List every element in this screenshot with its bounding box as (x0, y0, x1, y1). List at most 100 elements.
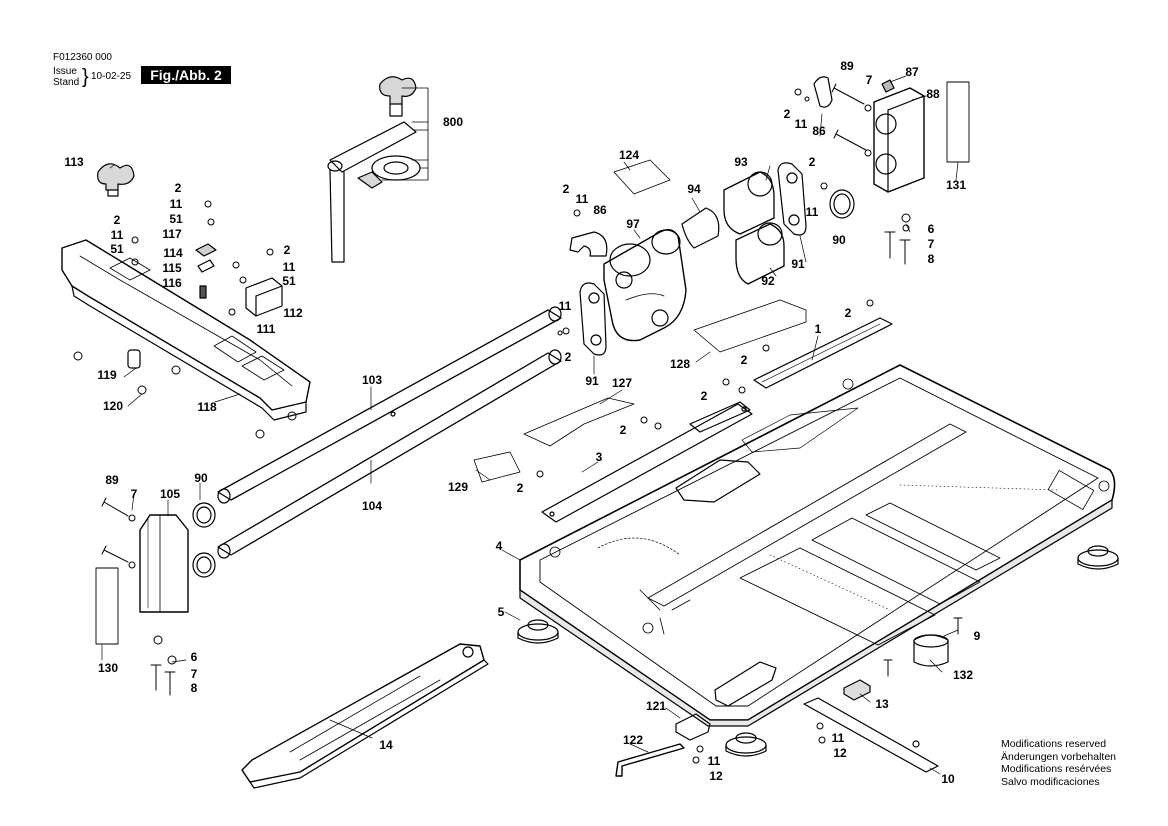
callout-2: 2 (783, 107, 791, 121)
callout-4: 4 (495, 539, 503, 553)
clip-part (569, 231, 608, 257)
document-number: F012360 000 (53, 52, 112, 63)
callout-1: 1 (814, 322, 822, 336)
callout-11: 11 (805, 205, 819, 219)
ring-parts (192, 189, 855, 578)
callout-113: 113 (64, 155, 84, 169)
callout-121: 121 (645, 699, 667, 713)
callout-11: 11 (707, 754, 721, 768)
long-clamp-part (241, 643, 489, 789)
callout-97: 97 (626, 217, 640, 231)
callout-91: 91 (585, 374, 599, 388)
callout-116: 116 (162, 276, 182, 290)
callout-92: 92 (761, 274, 775, 288)
note-de: Änderungen vorbehalten (1001, 750, 1117, 763)
callout-7: 7 (130, 487, 138, 501)
callout-118: 118 (197, 400, 217, 414)
callout-88: 88 (926, 87, 940, 101)
callout-7: 7 (927, 237, 935, 251)
callout-5: 5 (497, 605, 505, 619)
callout-13: 13 (875, 697, 889, 711)
callout-124: 124 (618, 148, 640, 162)
callout-86: 86 (593, 203, 607, 217)
callout-129: 129 (447, 480, 469, 494)
stand-label: Stand (53, 77, 80, 88)
callout-14: 14 (379, 738, 393, 752)
callout-2: 2 (562, 182, 570, 196)
callout-119: 119 (97, 368, 117, 382)
callout-130: 130 (97, 661, 119, 675)
latch-parts (813, 76, 895, 108)
callout-11: 11 (558, 299, 572, 313)
sleeve-parts (681, 171, 785, 285)
callout-6: 6 (190, 650, 198, 664)
callout-7: 7 (865, 73, 873, 87)
callout-89: 89 (840, 59, 854, 73)
callout-51: 51 (282, 274, 296, 288)
callout-2: 2 (113, 213, 121, 227)
modifications-note: Modifications reserved Änderungen vorbeh… (1001, 738, 1116, 788)
callout-90: 90 (194, 471, 208, 485)
leader-lines (101, 75, 959, 775)
note-fr: Modifications resérvées (1001, 763, 1112, 775)
figure-label: Fig./Abb. 2 (141, 66, 231, 84)
callout-114: 114 (163, 246, 183, 260)
issue-label: Issue (53, 66, 77, 77)
callout-11: 11 (110, 228, 124, 242)
guide-strip-parts (541, 317, 893, 523)
small-parts-114-116 (195, 243, 217, 299)
callout-11: 11 (831, 731, 845, 745)
callout-2: 2 (283, 243, 291, 257)
end-housing-part (873, 87, 925, 193)
callout-132: 132 (952, 668, 974, 682)
callout-112: 112 (283, 306, 303, 320)
callout-2: 2 (564, 350, 572, 364)
plate-parts (579, 162, 807, 356)
screws-and-bolts (73, 83, 963, 764)
callout-11: 11 (575, 192, 589, 206)
clip-121-part (675, 713, 711, 741)
callout-7: 7 (190, 667, 198, 681)
callout-128: 128 (669, 357, 691, 371)
callout-2: 2 (174, 181, 182, 195)
callout-91: 91 (791, 257, 805, 271)
callout-104: 104 (361, 499, 383, 513)
callout-122: 122 (622, 733, 644, 747)
callout-103: 103 (361, 373, 383, 387)
carriage-housing-part (603, 229, 687, 342)
callout-11: 11 (169, 197, 183, 211)
callout-2: 2 (619, 423, 627, 437)
note-en: Modifications reserved (1001, 738, 1107, 750)
callout-90: 90 (832, 233, 846, 247)
callout-6: 6 (927, 222, 935, 236)
callout-2: 2 (516, 481, 524, 495)
label-stickers (95, 81, 970, 645)
issue-date: 10-02-25 (91, 71, 132, 82)
stop-block-part (127, 349, 141, 369)
callout-2: 2 (740, 353, 748, 367)
callout-127: 127 (611, 376, 633, 390)
bar-10-part (803, 697, 939, 773)
callout-51: 51 (169, 212, 183, 226)
rail-tubes (217, 306, 562, 559)
callout-11: 11 (794, 117, 808, 131)
callout-2: 2 (808, 155, 816, 169)
note-es: Salvo modificaciones (1001, 775, 1100, 788)
callout-86: 86 (812, 124, 826, 138)
callout-89: 89 (105, 473, 119, 487)
callout-105: 105 (159, 487, 181, 501)
callout-94: 94 (687, 182, 701, 196)
bracket-112-part (245, 277, 283, 317)
callout-2: 2 (844, 306, 852, 320)
callout-12: 12 (709, 769, 723, 783)
callout-800: 800 (442, 115, 464, 129)
table-top-part (519, 364, 1116, 727)
foot-part (517, 545, 1119, 757)
callout-120: 120 (102, 399, 124, 413)
callout-131: 131 (945, 178, 967, 192)
callout-87: 87 (905, 65, 919, 79)
callout-51: 51 (110, 242, 124, 256)
knob-part (97, 163, 135, 197)
callout-2: 2 (700, 389, 708, 403)
